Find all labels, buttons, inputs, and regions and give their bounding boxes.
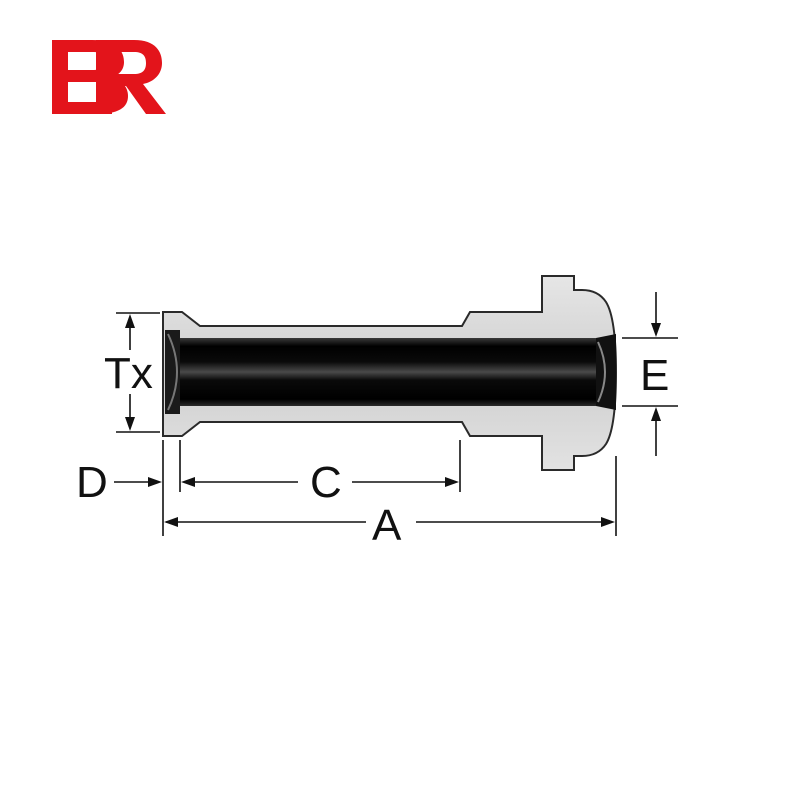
- tx-dimension: Tx: [104, 312, 160, 433]
- e-dimension: E: [622, 292, 678, 456]
- bore: [180, 338, 600, 406]
- label-tx: Tx: [104, 349, 153, 398]
- left-socket: [165, 330, 180, 414]
- label-c: C: [310, 458, 342, 507]
- br-logo: [52, 40, 166, 114]
- label-d: D: [76, 458, 108, 507]
- a-dimension: A: [164, 456, 617, 550]
- label-e: E: [640, 351, 669, 400]
- fitting-body: [162, 275, 618, 471]
- c-dimension: C: [181, 440, 461, 507]
- d-dimension: D: [76, 440, 181, 536]
- logo-letter-r: [96, 40, 166, 114]
- label-a: A: [372, 501, 402, 550]
